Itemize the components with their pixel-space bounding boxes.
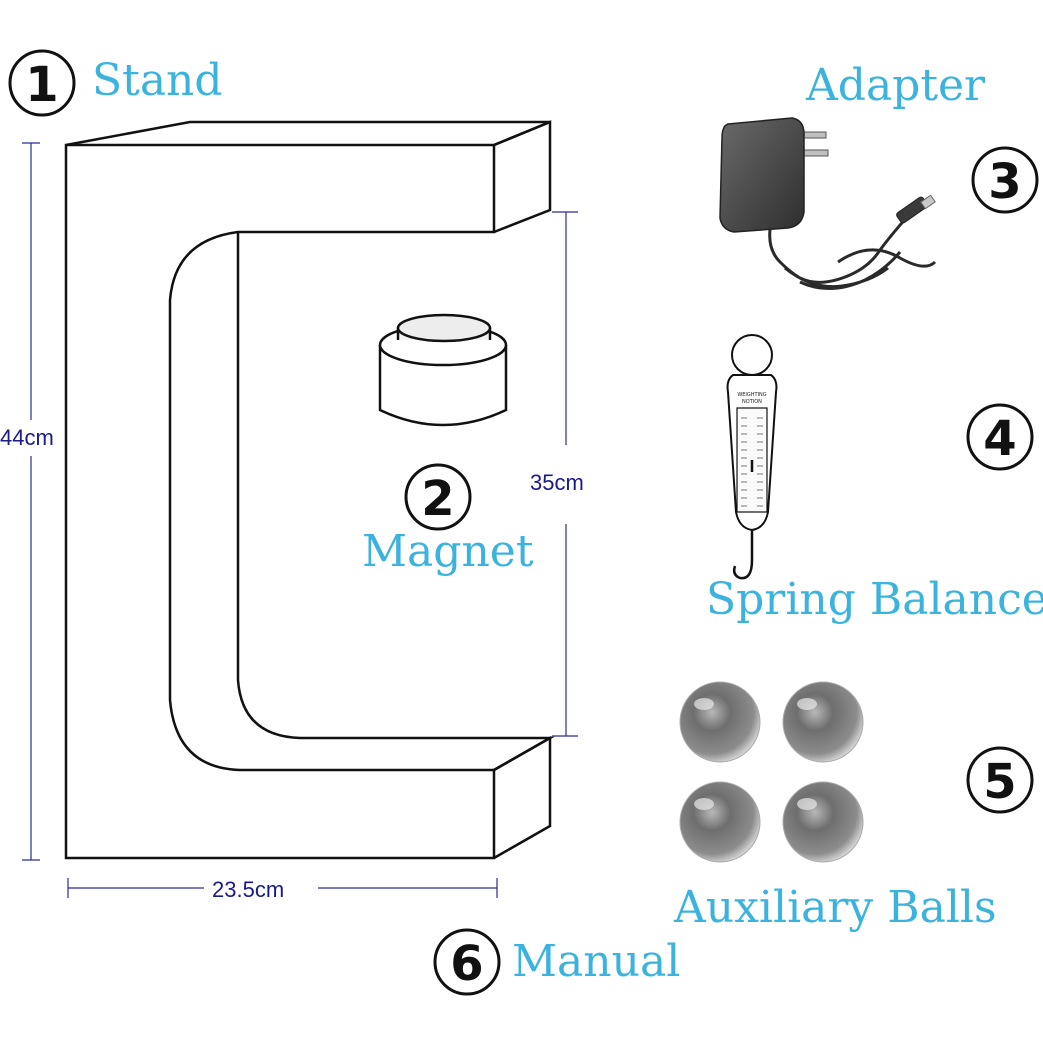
balance-ring xyxy=(731,334,773,376)
dimension-inner-gap xyxy=(552,211,578,737)
item-label-adapter: Adapter xyxy=(805,60,986,111)
balance-hook xyxy=(732,530,754,580)
magnet-cap-top xyxy=(396,313,492,343)
balance-text-line1: WEIGHTING xyxy=(737,392,766,398)
dimension-inner-gap-label: 35cm xyxy=(530,470,584,495)
item-number-3: 3 xyxy=(988,154,1021,210)
item-label-stand: Stand xyxy=(92,55,223,106)
stand-front-face xyxy=(64,143,496,860)
item-number-5: 5 xyxy=(983,754,1016,810)
ball-4 xyxy=(782,781,864,863)
item-label-magnet: Magnet xyxy=(362,526,534,577)
item-number-4: 4 xyxy=(983,411,1016,467)
number-circle-4 xyxy=(966,403,1034,471)
stand-top-face xyxy=(65,120,551,147)
item-label-spring-balance: Spring Balance xyxy=(706,574,1043,625)
stand-drawing xyxy=(64,120,555,860)
ball-1 xyxy=(679,681,761,763)
item-number-6: 6 xyxy=(450,936,483,992)
stand-inner-edge xyxy=(236,232,555,772)
ball-2 xyxy=(782,681,864,763)
item-label-auxiliary-balls: Auxiliary Balls xyxy=(673,882,997,933)
adapter-prong-2 xyxy=(803,149,829,157)
magnet-drawing xyxy=(378,313,508,427)
item-number-2: 2 xyxy=(421,471,454,527)
spring-balance-image xyxy=(726,334,778,580)
number-circle-5 xyxy=(966,746,1034,814)
ball-3 xyxy=(679,781,761,863)
dimension-height-label: 44cm xyxy=(0,425,54,450)
dimension-width-label: 23.5cm xyxy=(212,877,284,902)
adapter-prong-1 xyxy=(801,131,827,139)
item-4-number: 4 xyxy=(966,403,1034,471)
number-circle-6 xyxy=(433,928,501,996)
dimension-width xyxy=(67,878,498,898)
adapter-body xyxy=(719,117,805,233)
adapter-image xyxy=(719,117,937,291)
adapter-cable-loop xyxy=(837,248,937,268)
adapter-plug-tip xyxy=(920,194,936,210)
adapter-cable xyxy=(768,212,912,291)
item-label-manual: Manual xyxy=(512,936,680,987)
number-circle-3 xyxy=(971,146,1039,214)
number-circle-2 xyxy=(404,463,472,531)
stand-bottom-arm-side xyxy=(493,735,552,860)
number-circle-1 xyxy=(8,49,76,117)
item-1-heading: 1 Stand xyxy=(8,49,223,117)
balance-text-line2: NOTION xyxy=(742,399,762,405)
item-3-number: 3 xyxy=(971,146,1039,214)
balance-scale-ticks xyxy=(741,417,763,507)
dimension-height xyxy=(22,142,40,861)
item-5-number: 5 xyxy=(966,746,1034,814)
item-2-heading: 2 Magnet xyxy=(362,463,534,577)
item-number-1: 1 xyxy=(25,57,58,113)
stand-top-arm-side xyxy=(493,120,552,234)
magnet-body xyxy=(378,345,508,427)
auxiliary-balls-image xyxy=(679,681,864,863)
item-6-heading: 6 Manual xyxy=(433,928,680,996)
